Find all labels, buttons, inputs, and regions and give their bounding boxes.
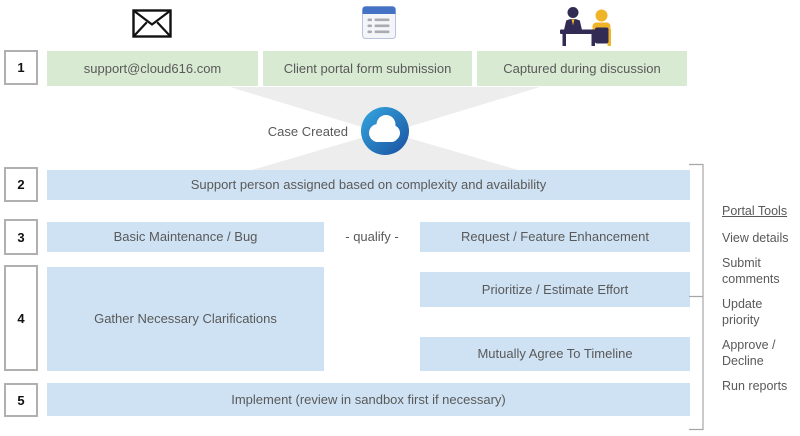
envelope-icon	[132, 9, 172, 38]
step-number-4: 4	[4, 265, 38, 371]
channel-box-email: support@cloud616.com	[47, 51, 258, 86]
discussion-icon	[560, 7, 611, 46]
qualify-connector-label: - qualify -	[345, 229, 399, 244]
task-box-timeline: Mutually Agree To Timeline	[420, 337, 690, 371]
task-box-clarifications: Gather Necessary Clarifications	[47, 267, 324, 371]
step-number-5: 5	[4, 383, 38, 417]
portal-tools-bracket	[689, 163, 704, 431]
portal-tool-item-view-details: View details	[722, 230, 789, 245]
step-number-2: 2	[4, 167, 38, 202]
portal-tool-item-update-priority: Update priority	[722, 297, 763, 327]
channel-box-portal-form: Client portal form submission	[263, 51, 472, 86]
case-created-label: Case Created	[267, 124, 348, 139]
step-number-3: 3	[4, 219, 38, 255]
portal-tools-title: Portal Tools	[722, 204, 788, 218]
task-box-feature-request: Request / Feature Enhancement	[420, 222, 690, 252]
portal-tool-item-submit-comments: Submit comments	[722, 256, 780, 286]
task-box-assign: Support person assigned based on complex…	[47, 170, 690, 200]
portal-tools-panel: Portal Tools View details Submit comment…	[722, 204, 800, 405]
portal-tool-item-run-reports: Run reports	[722, 379, 788, 393]
portal-tool-item-approve-decline: Approve / Decline	[722, 338, 776, 368]
task-box-prioritize: Prioritize / Estimate Effort	[420, 272, 690, 307]
cloud616-logo-icon	[361, 107, 409, 155]
channel-box-discussion: Captured during discussion	[477, 51, 687, 86]
step-number-1: 1	[4, 50, 38, 85]
task-box-maintenance-bug: Basic Maintenance / Bug	[47, 222, 324, 252]
form-icon	[362, 6, 396, 39]
task-box-implement: Implement (review in sandbox first if ne…	[47, 383, 690, 416]
